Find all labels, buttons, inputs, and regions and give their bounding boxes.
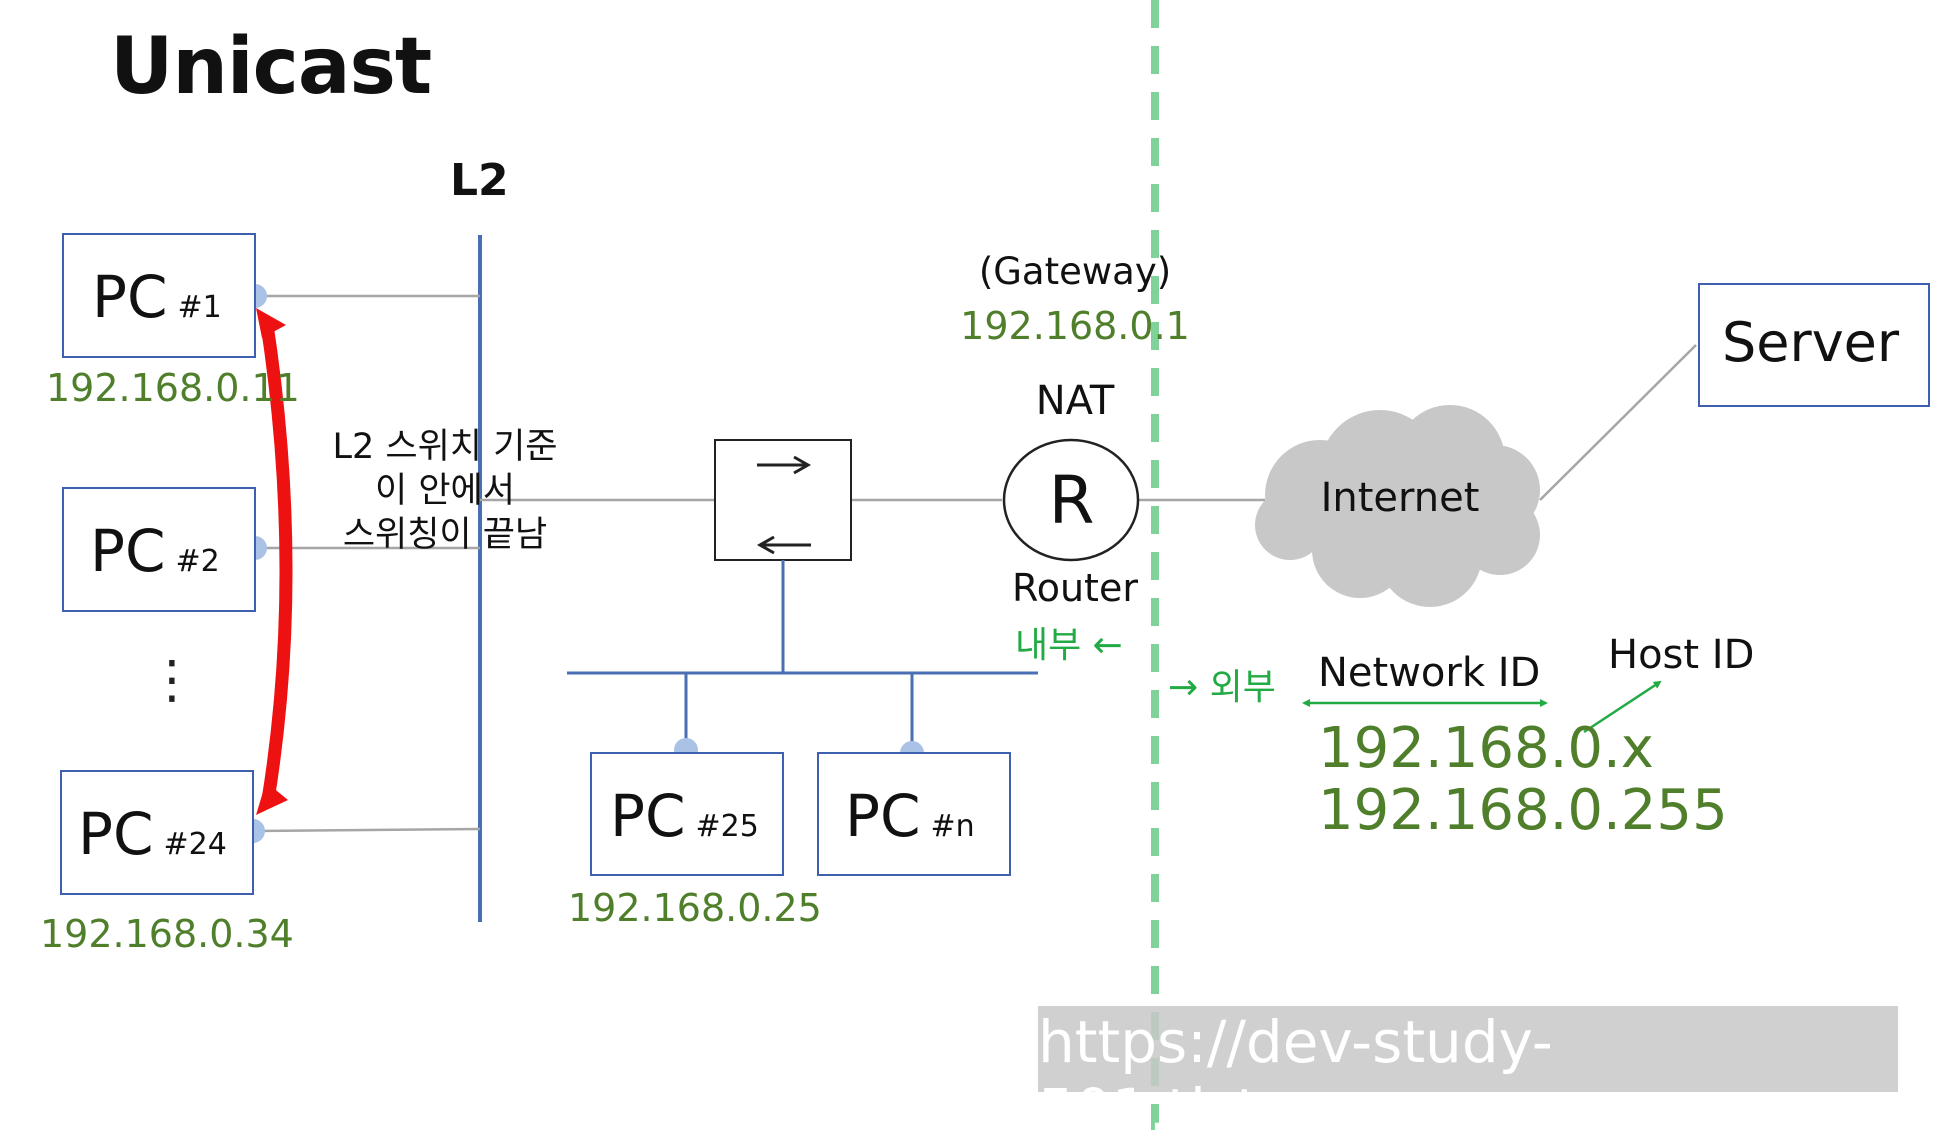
internet-label: Internet xyxy=(1320,475,1480,521)
pc-2-name: PC xyxy=(90,517,166,585)
pc-n-num: #n xyxy=(930,809,975,844)
address-example-2: 192.168.0.255 xyxy=(1318,778,1728,843)
address-examples: 192.168.0.x 192.168.0.255 xyxy=(1318,718,1728,842)
pc-1-ip: 192.168.0.11 xyxy=(46,366,300,410)
pc-1-num: #1 xyxy=(177,290,222,325)
pc-24-name: PC xyxy=(78,800,154,868)
pc-24-box: PC #24 xyxy=(60,770,254,895)
router-letter: R xyxy=(1048,462,1095,539)
server-box: Server xyxy=(1698,283,1930,407)
pc-1-box: PC #1 xyxy=(62,233,256,358)
l2-label: L2 xyxy=(450,155,509,206)
external-label: → 외부 xyxy=(1168,667,1276,708)
router-circle xyxy=(1002,438,1140,562)
network-id-label: Network ID xyxy=(1318,650,1541,696)
gateway-ip: 192.168.0.1 xyxy=(960,304,1190,348)
switch-box xyxy=(714,439,852,561)
pc-25-num: #25 xyxy=(695,809,759,844)
server-label: Server xyxy=(1722,311,1900,374)
internet-to-server-link xyxy=(1539,344,1697,501)
l2-note-line-2: 이 안에서 xyxy=(375,471,515,511)
internet-cloud xyxy=(1255,405,1540,607)
pc-25-name: PC xyxy=(610,782,686,850)
internal-label: 내부 ← xyxy=(1015,625,1123,666)
gateway-label: (Gateway) xyxy=(978,250,1172,293)
pc-25-box: PC #25 xyxy=(590,752,784,876)
l2-note-line-3: 스위칭이 끝남 xyxy=(342,515,548,555)
address-example-1: 192.168.0.x xyxy=(1318,716,1654,781)
pc-2-num: #2 xyxy=(175,544,220,579)
pc-2-box: PC #2 xyxy=(62,487,256,612)
pc-n-box: PC #n xyxy=(817,752,1011,876)
unicast-red-arrow xyxy=(259,317,293,802)
watermark: https://dev-study-501.tistory.com xyxy=(1038,1006,1898,1144)
l2-note: L2 스위치 기준 이 안에서 스위칭이 끝남 xyxy=(300,425,590,557)
pc-n-name: PC xyxy=(845,782,921,850)
l2-note-line-1: L2 스위치 기준 xyxy=(332,427,558,467)
host-id-arrow xyxy=(1583,680,1662,734)
router-label: Router xyxy=(1012,566,1138,610)
host-id-label: Host ID xyxy=(1608,632,1755,678)
pc24-link xyxy=(254,827,481,833)
page-title: Unicast xyxy=(110,22,432,112)
watermark-text: https://dev-study-501.tistory.com xyxy=(1038,1008,1553,1144)
more-pcs-ellipsis: ⋮ xyxy=(146,650,198,710)
nat-label: NAT xyxy=(1035,378,1115,424)
pc-25-ip: 192.168.0.25 xyxy=(568,886,822,930)
pc-24-ip: 192.168.0.34 xyxy=(40,912,294,956)
pc-24-num: #24 xyxy=(163,827,227,862)
pc-1-name: PC xyxy=(92,263,168,331)
